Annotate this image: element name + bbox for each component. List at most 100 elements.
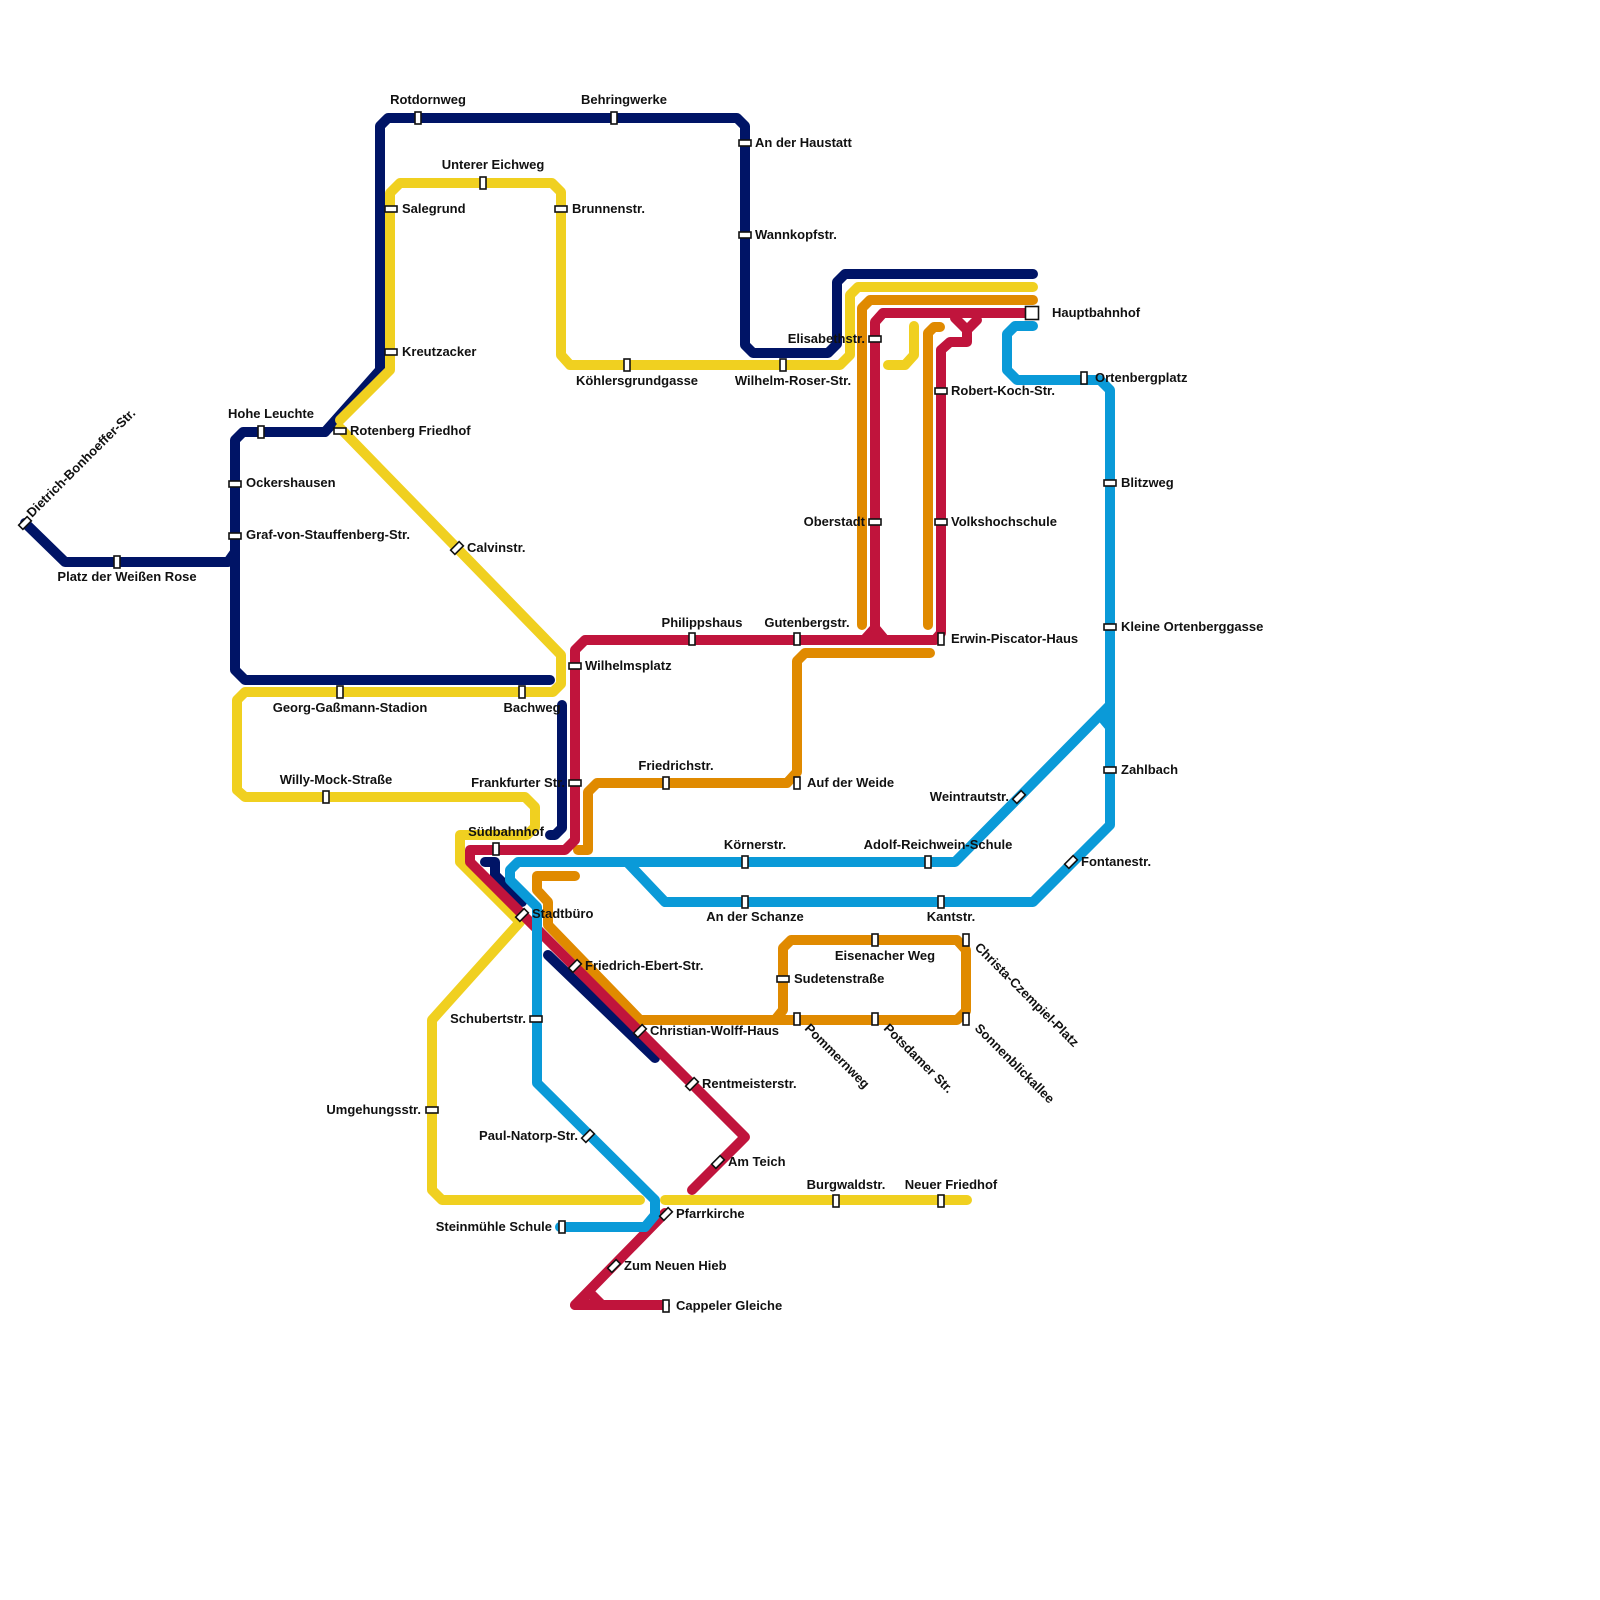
station[interactable]: Blitzweg [1103,475,1174,490]
station-marker[interactable] [738,139,752,147]
station[interactable]: Sonnenblickallee [962,1012,1058,1106]
station-marker[interactable] [793,1012,801,1026]
station[interactable]: Georg-Gaßmann-Stadion [273,685,428,715]
station[interactable]: Dietrich-Bonhoeffer-Str. [17,405,139,531]
station[interactable]: Stadtbüro [514,906,594,923]
station-marker[interactable] [554,205,568,213]
station[interactable]: Robert-Koch-Str. [934,383,1055,398]
station[interactable]: Friedrichstr. [638,758,714,790]
station[interactable]: Bachweg [503,685,561,715]
station[interactable]: Rentmeisterstr. [684,1076,797,1092]
line-navy-segment[interactable] [480,857,527,907]
station-marker[interactable] [336,685,344,699]
station-marker[interactable] [514,907,530,923]
station[interactable]: Behringwerke [581,92,667,125]
station-marker[interactable] [832,1194,840,1208]
station-marker[interactable] [1103,479,1117,487]
station-marker[interactable] [738,231,752,239]
station-marker[interactable] [962,1012,970,1026]
line-navy[interactable] [230,113,1038,685]
station[interactable]: Frankfurter Str. [471,775,582,790]
station[interactable]: Friedrich-Ebert-Str. [567,958,704,974]
station[interactable]: Rotenberg Friedhof [333,423,471,438]
station[interactable]: Gutenbergstr. [764,615,850,646]
station[interactable]: Südbahnhof [468,824,545,856]
line-red[interactable] [570,1288,607,1310]
station[interactable]: Fontanestr. [1063,854,1151,870]
station[interactable]: Rotdornweg [390,92,466,125]
station-marker[interactable] [710,1154,726,1170]
station-marker[interactable] [529,1015,543,1023]
station[interactable]: Ockershausen [228,475,336,490]
station-marker[interactable] [568,662,582,670]
station[interactable]: Sudetenstraße [776,971,884,986]
line-blue[interactable] [623,321,1115,907]
station-marker[interactable] [793,632,801,646]
station[interactable]: Köhlersgrundgasse [576,358,698,388]
station[interactable]: Hauptbahnhof [1024,305,1141,321]
station-marker[interactable] [425,1106,439,1114]
line-orange-segment[interactable] [923,322,945,630]
station-marker[interactable] [962,933,970,947]
station-marker[interactable] [868,335,882,343]
station-marker[interactable] [741,895,749,909]
station-marker[interactable] [924,855,932,869]
line-orange[interactable] [857,295,1038,630]
station-marker[interactable] [779,358,787,372]
station[interactable]: Ortenbergplatz [1080,370,1188,385]
station-marker[interactable] [228,480,242,488]
station-marker[interactable] [684,1076,700,1092]
station[interactable]: Graf-von-Stauffenberg-Str. [228,527,410,542]
station-marker[interactable] [479,176,487,190]
station[interactable]: Salegrund [384,201,466,216]
station[interactable]: Adolf-Reichwein-Schule [864,837,1013,869]
line-blue[interactable] [1095,710,1115,732]
station-marker[interactable] [632,1023,648,1039]
station[interactable]: Volkshochschule [934,514,1057,529]
station[interactable]: An der Haustatt [738,135,852,150]
station[interactable]: Körnerstr. [724,837,786,869]
station[interactable]: Steinmühle Schule [436,1219,566,1234]
line-yellow-segment[interactable] [883,321,919,370]
station[interactable]: Unterer Eichweg [442,157,545,190]
station[interactable]: Umgehungsstr. [326,1102,439,1117]
station[interactable]: Wilhelm-Roser-Str. [735,358,851,388]
station-marker[interactable] [610,111,618,125]
station[interactable]: Calvinstr. [449,540,526,556]
station[interactable]: Schubertstr. [450,1011,543,1026]
station-marker[interactable] [449,540,465,556]
station[interactable]: Kreutzacker [384,344,476,359]
station[interactable]: Elisabethstr. [788,331,882,346]
station[interactable]: Willy-Mock-Straße [280,772,393,804]
station[interactable]: Kleine Ortenberggasse [1103,619,1263,634]
station-marker[interactable] [1103,766,1117,774]
station[interactable]: Erwin-Piscator-Haus [937,631,1078,646]
station-marker[interactable] [1024,305,1040,321]
station[interactable]: Brunnenstr. [554,201,645,216]
station-marker[interactable] [518,685,526,699]
station[interactable]: Paul-Natorp-Str. [479,1128,596,1144]
station[interactable]: Auf der Weide [793,775,894,790]
station-marker[interactable] [871,933,879,947]
station[interactable]: Christian-Wolff-Haus [632,1023,779,1039]
station-marker[interactable] [662,776,670,790]
station-marker[interactable] [741,855,749,869]
station[interactable]: Pfarrkirche [658,1206,745,1222]
station-marker[interactable] [937,895,945,909]
station-marker[interactable] [871,1012,879,1026]
line-navy[interactable] [20,518,240,567]
station-marker[interactable] [776,975,790,983]
station-marker[interactable] [606,1258,622,1274]
station[interactable]: Zahlbach [1103,762,1178,777]
station[interactable]: Cappeler Gleiche [662,1298,782,1313]
station-marker[interactable] [414,111,422,125]
station-marker[interactable] [384,205,398,213]
station[interactable]: Wannkopfstr. [738,227,837,242]
line-blue[interactable] [505,700,1115,1232]
line-orange[interactable] [532,871,971,1025]
line-navy-segment[interactable] [543,950,660,1063]
station-marker[interactable] [228,532,242,540]
station-marker[interactable] [492,842,500,856]
station-marker[interactable] [662,1299,670,1313]
station-marker[interactable] [868,518,882,526]
